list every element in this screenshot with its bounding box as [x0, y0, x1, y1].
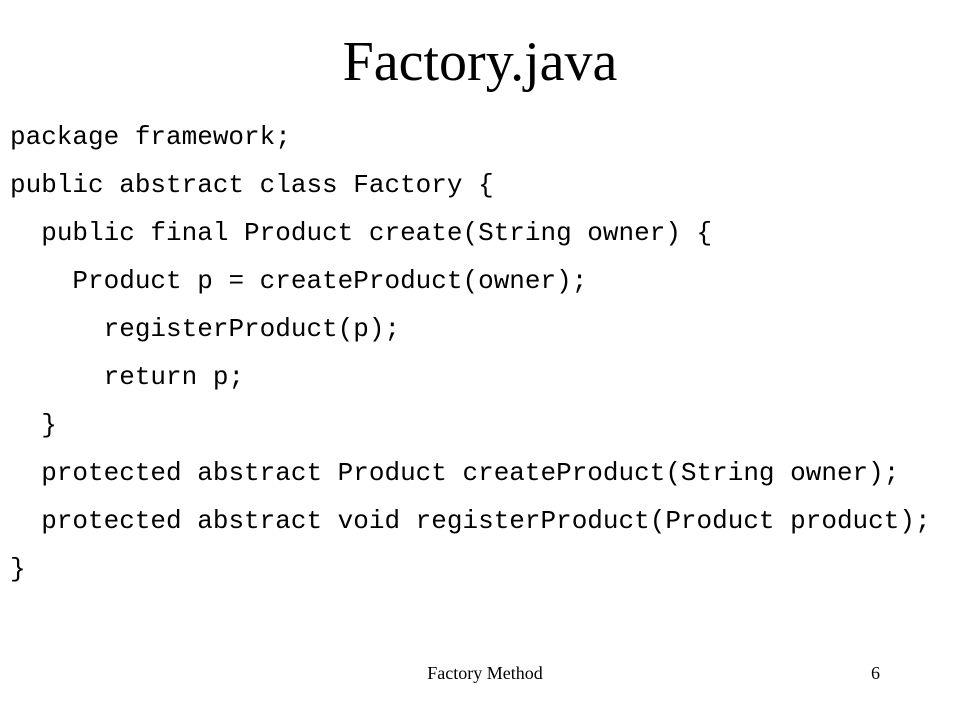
code-line: protected abstract Product createProduct… [10, 458, 900, 488]
code-line: } [10, 554, 26, 584]
code-line: package framework; [10, 122, 291, 152]
slide-footer-text: Factory Method [427, 663, 543, 683]
code-block: package framework; public abstract class… [10, 122, 950, 602]
code-line: registerProduct(p); [10, 314, 401, 344]
code-line: } [10, 410, 57, 440]
code-line: Product p = createProduct(owner); [10, 266, 588, 296]
slide-page-number: 6 [871, 663, 880, 683]
code-line: public abstract class Factory { [10, 170, 494, 200]
slide-title: Factory.java [342, 31, 618, 93]
code-line: protected abstract void registerProduct(… [10, 506, 931, 536]
code-line: public final Product create(String owner… [10, 218, 713, 248]
code-line: return p; [10, 362, 245, 392]
